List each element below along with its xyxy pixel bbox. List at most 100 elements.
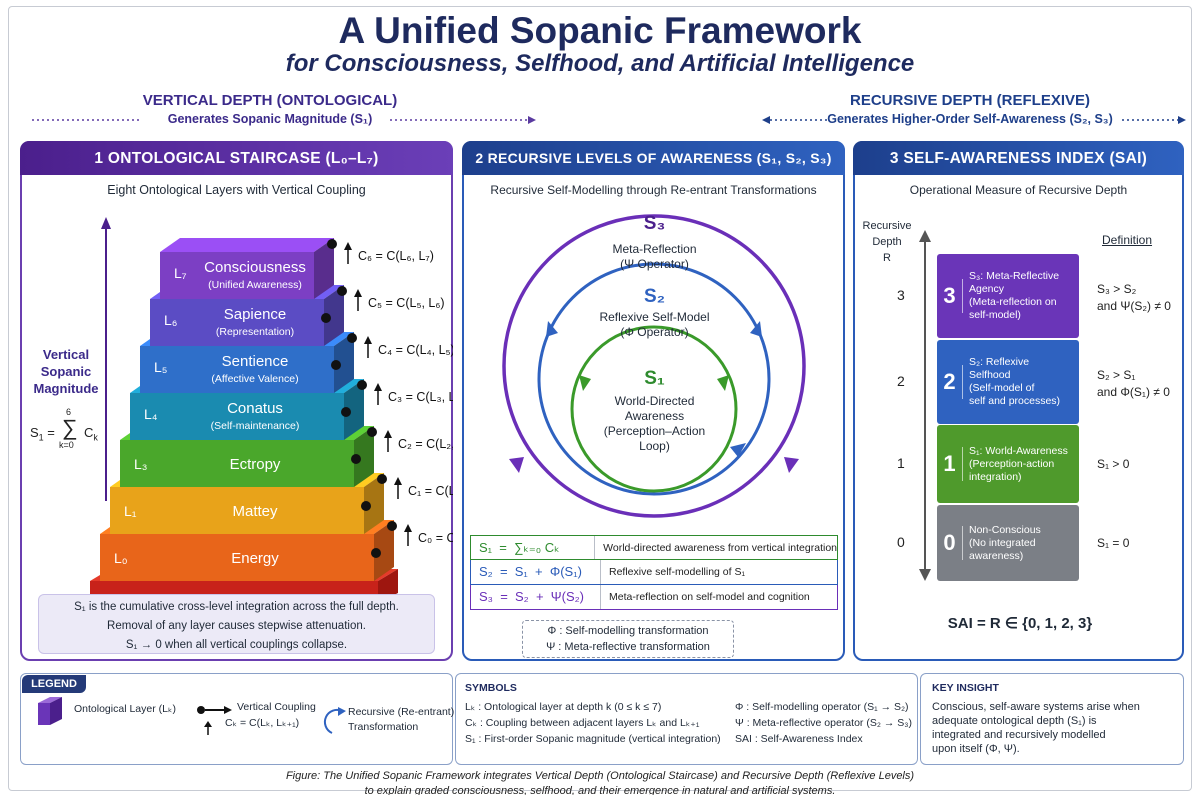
sai-formula: SAI = R ∈ {0, 1, 2, 3} bbox=[947, 615, 1093, 632]
coupling-arrowhead bbox=[354, 289, 362, 297]
s3-operator: (Ψ Operator) bbox=[620, 257, 689, 271]
coupling-arrowhead bbox=[394, 477, 402, 485]
symbols-header: SYMBOLS bbox=[465, 682, 517, 694]
layer-name: Ectropy bbox=[230, 456, 281, 473]
phi-key: Φ : Self-modelling transformation bbox=[547, 625, 709, 637]
layer-name: Conatus bbox=[227, 400, 283, 417]
coupling-dot bbox=[341, 407, 351, 417]
layer-name: Sapience bbox=[224, 306, 287, 323]
s2-symbol: S₂ bbox=[643, 286, 666, 307]
sai-level-line: S₂: Reflexive bbox=[969, 356, 1030, 368]
s1-circle bbox=[570, 325, 738, 493]
coupling-dot bbox=[321, 313, 331, 323]
s2-label: Reflexive Self-Model (Φ Operator) bbox=[562, 310, 747, 340]
panel2-title: 2 RECURSIVE LEVELS OF AWARENESS (S₁, S₂,… bbox=[462, 141, 845, 175]
s1-symbol: S₁ bbox=[644, 368, 665, 389]
s3-symbol: S₃ bbox=[643, 213, 666, 234]
equation-description: Reflexive self-modelling of S₁ bbox=[609, 566, 746, 578]
depth-value: 3 bbox=[897, 287, 905, 303]
insight-line-2: adequate ontological depth (S₁) is bbox=[932, 715, 1097, 727]
coupling-dot bbox=[361, 501, 371, 511]
sai-level-number: 1 bbox=[937, 447, 963, 481]
s2-operator: (Φ Operator) bbox=[620, 325, 689, 339]
layer-name: Consciousness bbox=[204, 259, 306, 276]
coupling-arrowhead bbox=[364, 336, 372, 344]
panel3-subtitle: Operational Measure of Recursive Depth bbox=[909, 183, 1128, 197]
symbol-ck: Cₖ : Coupling between adjacent layers Lₖ… bbox=[465, 717, 700, 729]
layer-name: Mattey bbox=[232, 503, 278, 520]
symbols-left: Lₖ : Ontological layer at depth k (0 ≤ k… bbox=[465, 700, 735, 746]
coupling-dot bbox=[367, 427, 377, 437]
main-subtitle: for Consciousness, Selfhood, and Artific… bbox=[285, 50, 915, 77]
sai-level-line: S₁: World-Awareness bbox=[969, 444, 1068, 457]
coupling-dot bbox=[327, 239, 337, 249]
legend-layer-label: Ontological Layer (Lₖ) bbox=[74, 703, 176, 715]
s3-circle bbox=[502, 214, 806, 518]
legend-coupling-label: Vertical Coupling bbox=[237, 701, 316, 713]
legend-recursive-label: Recursive (Re-entrant) bbox=[348, 706, 455, 718]
s1-arrow-left bbox=[579, 375, 591, 391]
sai-level-line: (Self-model of bbox=[969, 382, 1035, 394]
layer-id: L₅ bbox=[154, 359, 167, 375]
s3-arrow-left bbox=[509, 457, 524, 473]
symbols-box bbox=[455, 673, 918, 765]
section-arrows bbox=[32, 116, 1186, 124]
equation-row: S₂ = S₁ + Φ(S₁)Reflexive self-modelling … bbox=[470, 560, 838, 585]
panel1-subtitle: Eight Ontological Layers with Vertical C… bbox=[107, 183, 366, 197]
figure-caption-2: to explain graded consciousness, selfhoo… bbox=[364, 785, 836, 795]
sai-level-line: self and processes) bbox=[969, 395, 1061, 407]
recursive-circles bbox=[502, 214, 806, 518]
legend-coupling-formula: Cₖ = C(Lₖ, Lₖ₊₁) bbox=[225, 717, 300, 729]
panel1-title: 1 ONTOLOGICAL STAIRCASE (L₀–L₇) bbox=[20, 141, 453, 175]
sai-level-line: S₃: Meta-Reflective bbox=[969, 270, 1060, 282]
s2-name: Reflexive Self-Model bbox=[599, 310, 710, 324]
sai-level-line: integration) bbox=[969, 470, 1022, 483]
s1-label: World-Directed Awareness (Perception–Act… bbox=[562, 394, 747, 454]
coupling-label: C₁ = C(L₁, L₂) bbox=[408, 484, 453, 498]
symbols-right: Φ : Self-modelling operator (S₁ → S₂) Ψ … bbox=[735, 700, 915, 746]
definition-line: S₃ > S₂ bbox=[1097, 282, 1137, 296]
equation-formula: S₃ = S₂ + Ψ(S₂) bbox=[471, 585, 601, 609]
layer-subtitle: (Self-maintenance) bbox=[211, 420, 300, 432]
sai-level-line: Non-Conscious bbox=[969, 523, 1041, 536]
layer-step: L₁ Mattey bbox=[110, 473, 384, 534]
legend-box bbox=[20, 673, 453, 765]
s3-label: Meta-Reflection (Ψ Operator) bbox=[562, 242, 747, 272]
sai-level-number: 0 bbox=[937, 526, 963, 560]
equation-description: Meta-reflection on self-model and cognit… bbox=[609, 591, 810, 603]
s3-arrow-right bbox=[784, 457, 799, 473]
s1-arrow-right bbox=[717, 375, 729, 391]
recursive-depth-sub: Generates Higher-Order Self-Awareness (S… bbox=[827, 112, 1113, 126]
coupling-label: C₀ = C(L₀, L₁) bbox=[418, 531, 453, 545]
symbol-phi: Φ : Self-modelling operator (S₁ → S₂) bbox=[735, 701, 909, 713]
key-insight-text: Conscious, self-aware systems arise when… bbox=[932, 700, 1177, 756]
recursive-depth-heading: RECURSIVE DEPTH (REFLEXIVE) bbox=[849, 92, 1091, 109]
s2-arrow-bottom bbox=[730, 443, 746, 457]
note-line-3: S₁ → 0 when all vertical couplings colla… bbox=[125, 639, 348, 651]
operator-key: Φ : Self-modelling transformation Ψ : Me… bbox=[522, 620, 734, 658]
coupling-dot bbox=[387, 521, 397, 531]
insight-line-1: Conscious, self-aware systems arise when bbox=[932, 701, 1140, 713]
layer-id: L₁ bbox=[124, 503, 137, 519]
layer-subtitle: (Unified Awareness) bbox=[208, 279, 302, 291]
coupling-dot bbox=[371, 548, 381, 558]
note-line-1: S₁ is the cumulative cross-level integra… bbox=[74, 601, 399, 613]
coupling-dot bbox=[351, 454, 361, 464]
definition-line: and Ψ(S₂) ≠ 0 bbox=[1097, 299, 1171, 313]
figure-caption-1: Figure: The Unified Sopanic Framework in… bbox=[285, 770, 915, 782]
symbol-psi: Ψ : Meta-reflective operator (S₂ → S₃) bbox=[735, 717, 913, 729]
s3-name: Meta-Reflection bbox=[612, 242, 697, 256]
equation-formula: S₁ = ∑ₖ₌₀ Cₖ bbox=[471, 536, 596, 559]
definition-header: Definition bbox=[1102, 233, 1153, 247]
sai-level-number: 2 bbox=[937, 365, 963, 399]
sai-level-line: (Meta-reflection on bbox=[969, 296, 1057, 308]
sai-definition: S₁ = 0 bbox=[1097, 535, 1129, 552]
axis-label-1: Recursive bbox=[862, 220, 912, 232]
layer-name: Sentience bbox=[222, 353, 289, 370]
depth-value: 1 bbox=[897, 455, 905, 471]
